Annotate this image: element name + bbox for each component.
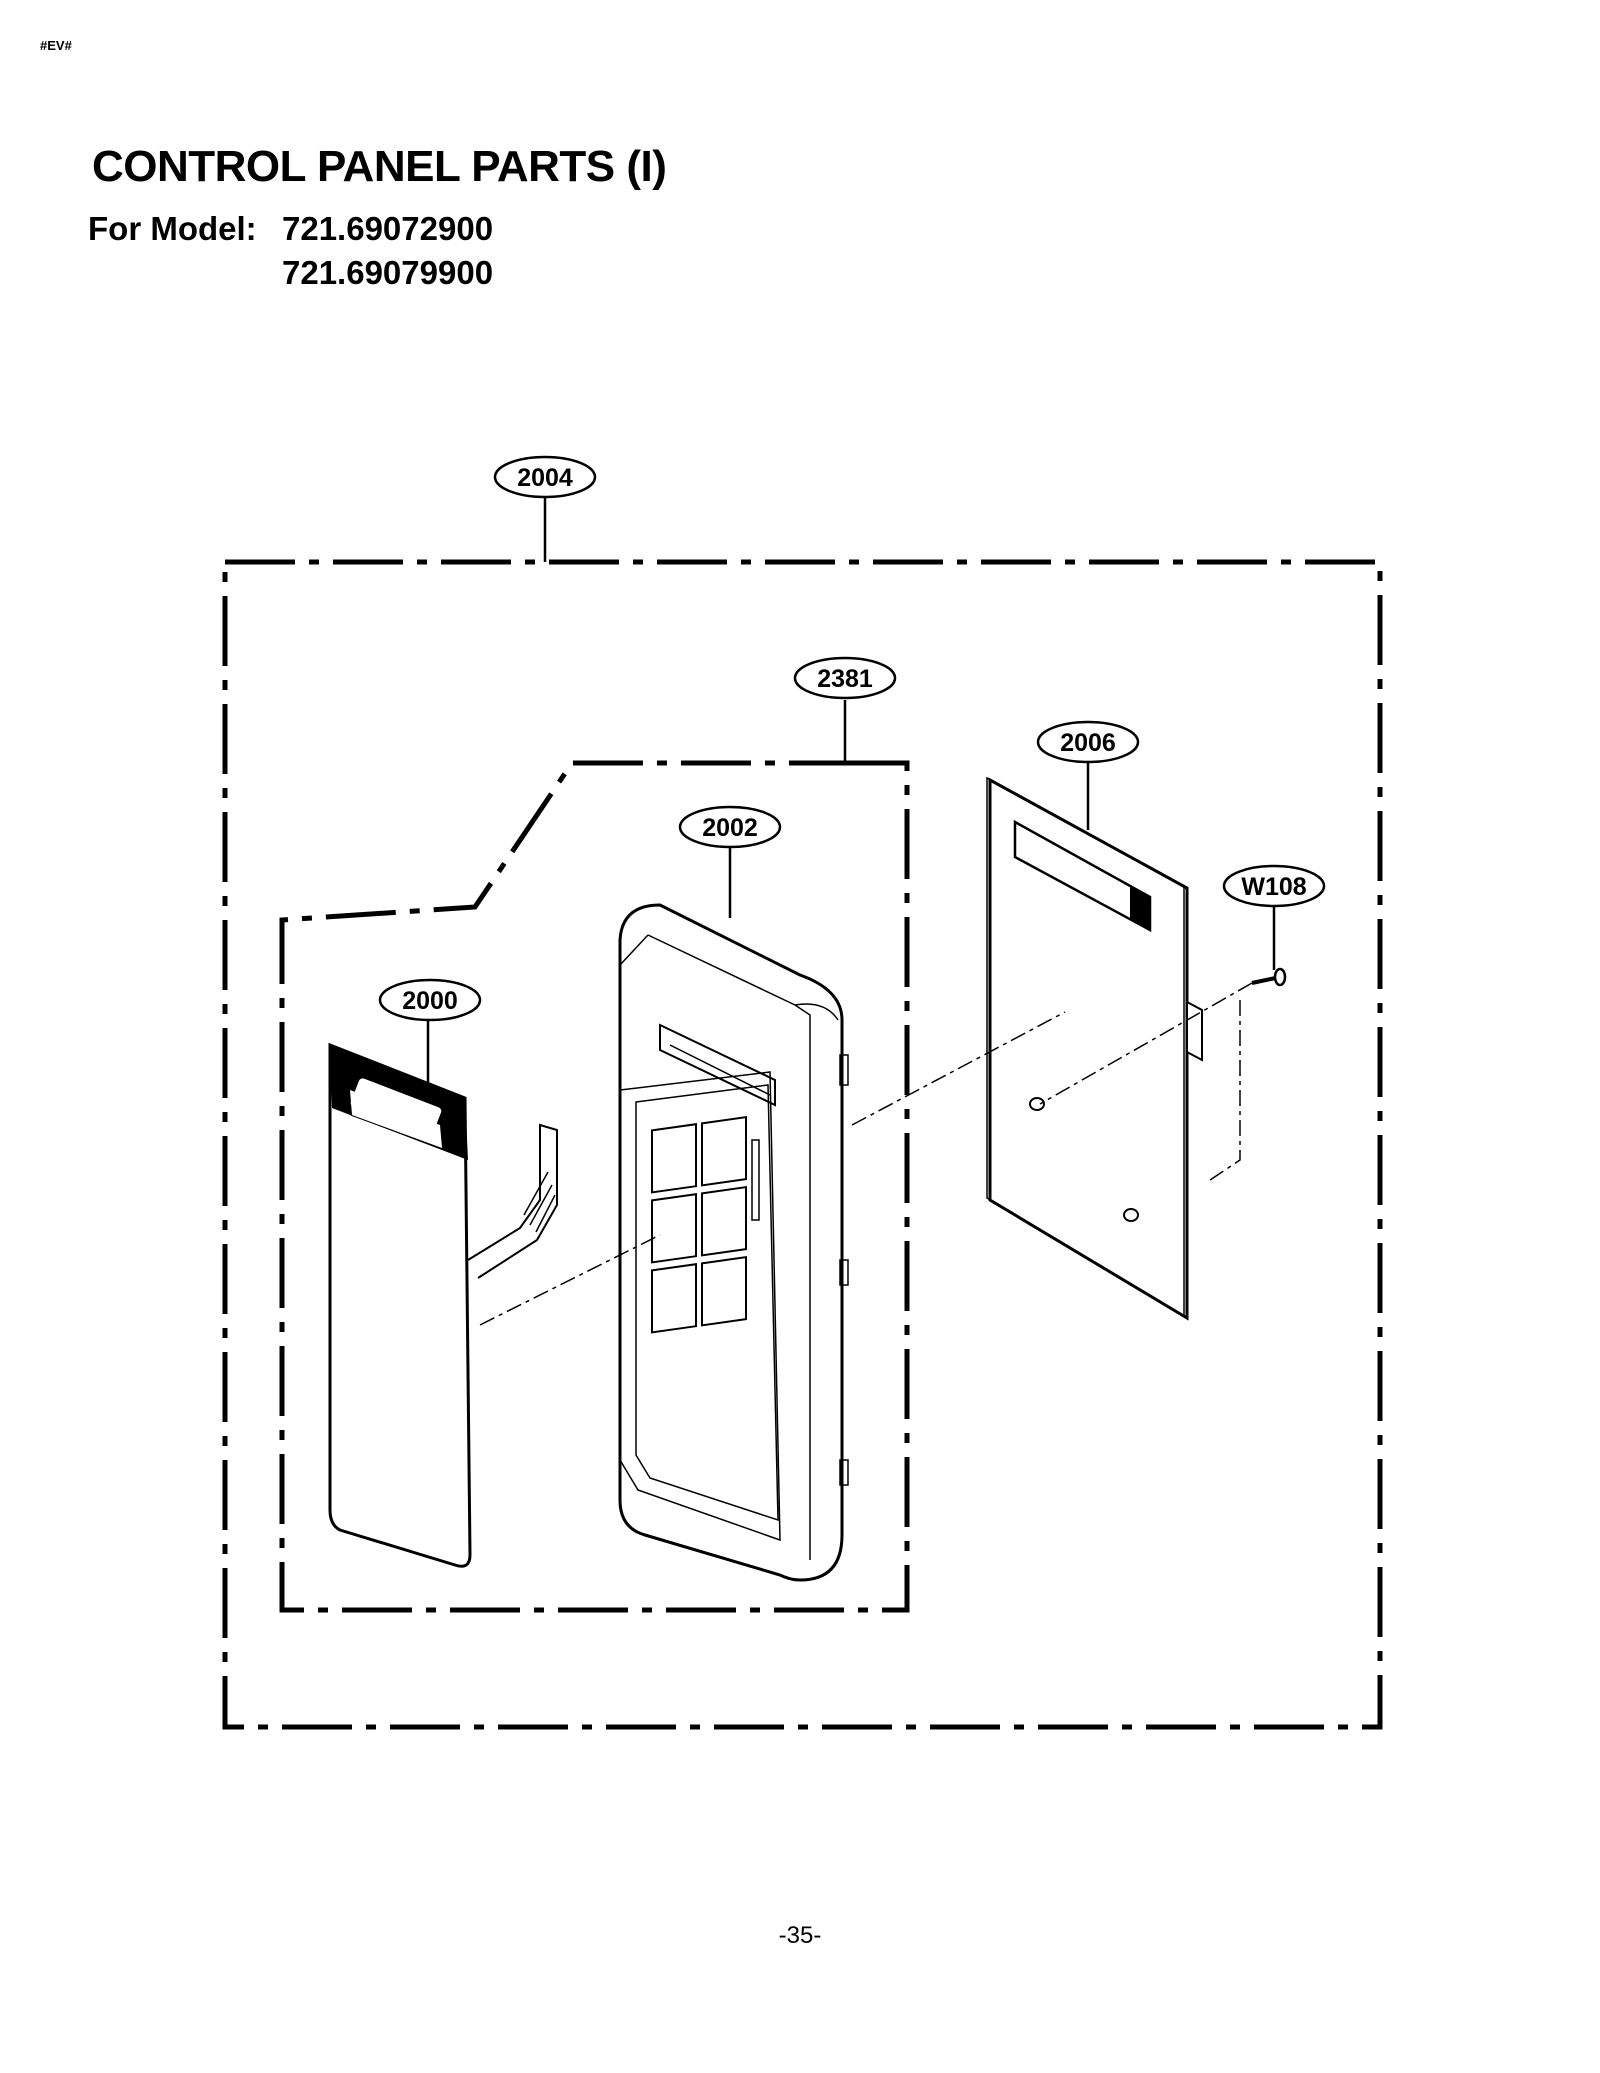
alignment-line-panel-board: [851, 1011, 1066, 1126]
callout-2004: 2004: [493, 455, 597, 499]
pcb-board-2006: [986, 776, 1203, 1321]
membrane-keypad-2000: [328, 1042, 558, 1568]
svg-text:2381: 2381: [817, 665, 873, 693]
page-title: CONTROL PANEL PARTS (I): [92, 142, 667, 191]
alignment-line-bracket: [1209, 1000, 1241, 1181]
callout-2381: 2381: [793, 656, 897, 700]
callout-2002: 2002: [678, 805, 782, 849]
panel-frame-2002: [618, 903, 849, 1582]
model-number-1: 721.69072900: [282, 210, 494, 247]
callout-2000: 2000: [378, 978, 482, 1022]
svg-text:2002: 2002: [702, 814, 758, 842]
svg-text:2004: 2004: [517, 464, 573, 492]
alignment-line-keypad-panel: [479, 1234, 661, 1326]
callout-2006: 2006: [1036, 720, 1140, 764]
assembly-2004-boundary: [222, 559, 1383, 1730]
alignment-line-screw: [1039, 982, 1253, 1105]
document-code: #EV#: [40, 38, 72, 53]
subassembly-2381-boundary: [279, 760, 910, 1613]
model-number-2: 721.69079900: [282, 254, 494, 291]
screw-w108: [1251, 967, 1287, 987]
svg-text:W108: W108: [1241, 873, 1306, 901]
page-number: -35-: [778, 1922, 822, 1949]
callout-w108: W108: [1222, 864, 1326, 908]
svg-text:2000: 2000: [402, 987, 458, 1015]
svg-text:2006: 2006: [1060, 729, 1116, 757]
model-label: For Model:: [88, 210, 257, 247]
